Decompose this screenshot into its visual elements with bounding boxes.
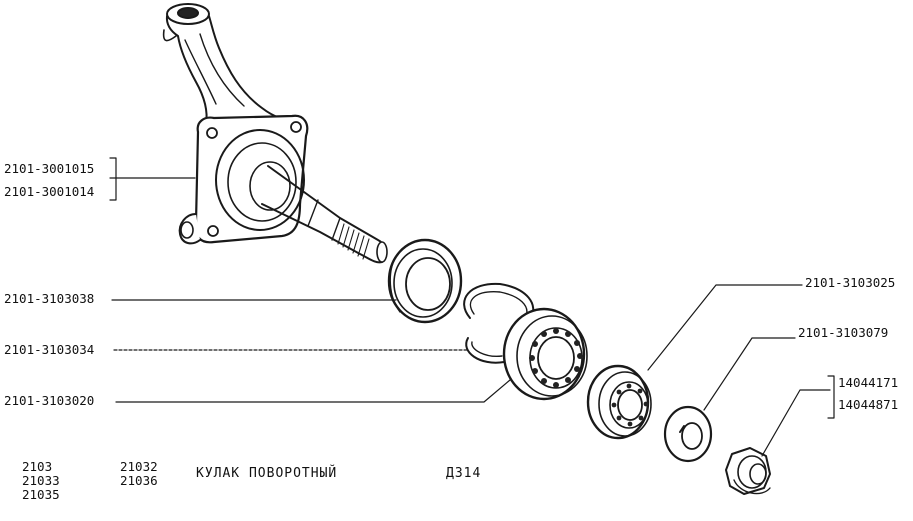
thrust-washer bbox=[663, 405, 713, 463]
model-number: 21033 bbox=[22, 473, 60, 488]
hub-nut bbox=[725, 447, 771, 495]
model-number: 2103 bbox=[22, 459, 53, 474]
part-label-outer-bearing: 2101-3103025 bbox=[805, 275, 896, 290]
part-label-nut-b: 14044871 bbox=[838, 397, 899, 412]
outer-bearing bbox=[586, 364, 652, 440]
part-label-washer: 2101-3103079 bbox=[798, 325, 889, 340]
model-number: 21036 bbox=[120, 473, 158, 488]
inner-bearing bbox=[502, 307, 588, 401]
part-label-inner-bearing: 2101-3103020 bbox=[4, 393, 95, 408]
model-number: 21035 bbox=[22, 487, 60, 502]
part-label-nut-a: 14044171 bbox=[838, 375, 899, 390]
page-title: КУЛАК ПОВОРОТНЫЙ bbox=[196, 466, 338, 481]
part-label-knuckle-a: 2101-3001015 bbox=[4, 161, 95, 176]
steering-knuckle bbox=[162, 3, 388, 264]
oil-seal bbox=[387, 238, 463, 324]
leader-lines bbox=[109, 157, 835, 457]
part-label-ring: 2101-3103034 bbox=[4, 342, 95, 357]
spacer-ring bbox=[463, 282, 535, 364]
model-number: 21032 bbox=[120, 459, 158, 474]
page-code: ДЗ14 bbox=[446, 466, 482, 481]
part-label-knuckle-b: 2101-3001014 bbox=[4, 184, 95, 199]
part-label-seal: 2101-3103038 bbox=[4, 291, 95, 306]
